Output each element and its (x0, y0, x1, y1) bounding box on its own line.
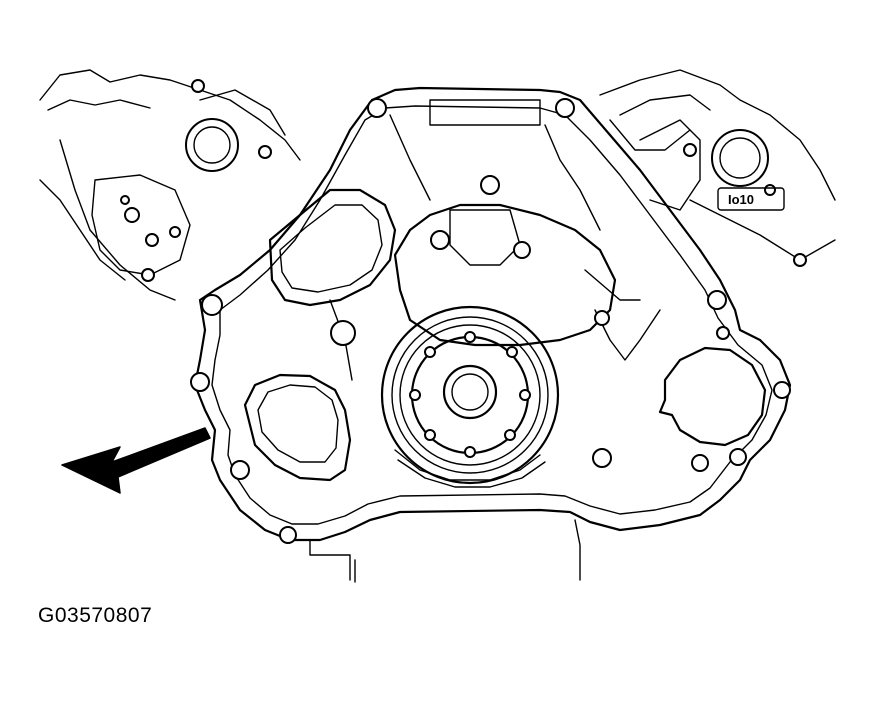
timing-cover-body (268, 99, 661, 381)
callout-label: Io10 (728, 192, 754, 207)
water-pump-opening (243, 373, 352, 482)
arrow-icon (61, 427, 211, 494)
right-cylinder-head: Io10 (599, 69, 836, 267)
right-opening (658, 346, 767, 447)
crankshaft-seal (380, 305, 560, 488)
figure-id-label: G03570807 (38, 604, 153, 627)
front-cover-gasket (193, 86, 792, 583)
left-cylinder-head (39, 69, 301, 301)
bolt-holes (190, 98, 791, 544)
